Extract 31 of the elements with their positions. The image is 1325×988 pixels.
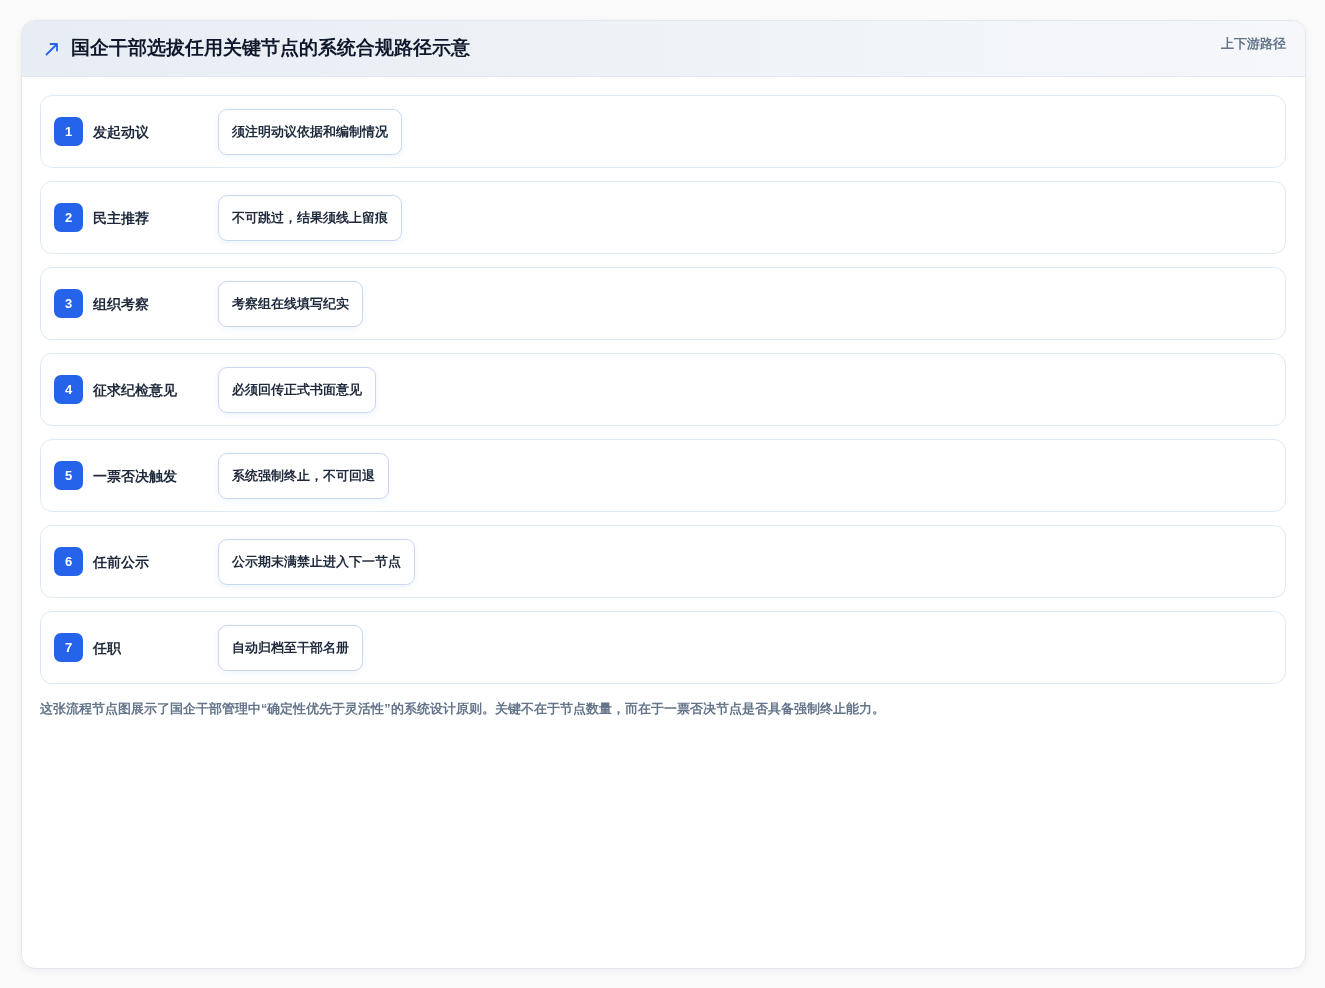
corner-label: 上下游路径	[1221, 36, 1286, 52]
step-row	[40, 267, 1286, 340]
step-number-badge: 1	[54, 117, 83, 146]
step-number-badge: 2	[54, 203, 83, 232]
diagram-title: 国企干部选拔任用关键节点的系统合规路径示意	[71, 36, 470, 60]
step-row	[40, 181, 1286, 254]
step-name: 组织考察	[93, 295, 149, 313]
note-card: 系统强制终止，不可回退	[218, 453, 389, 499]
step-row	[40, 439, 1286, 512]
note-card: 公示期末满禁止进入下一节点	[218, 539, 415, 585]
step-row	[40, 611, 1286, 684]
step-row	[40, 525, 1286, 598]
note-card: 考察组在线填写纪实	[218, 281, 363, 327]
note-card: 必须回传正式书面意见	[218, 367, 376, 413]
step-name: 民主推荐	[93, 209, 149, 227]
caption-text: 这张流程节点图展示了国企干部管理中“确定性优先于灵活性”的系统设计原则。关键不在于节点数量，而在于一票否决节点是否具备强制终止能力。	[40, 701, 885, 718]
step-name: 发起动议	[93, 123, 149, 141]
step-name: 一票否决触发	[93, 467, 177, 485]
step-number-badge: 5	[54, 461, 83, 490]
step-row	[40, 95, 1286, 168]
step-number-badge: 3	[54, 289, 83, 318]
step-row	[40, 353, 1286, 426]
note-card: 自动归档至干部名册	[218, 625, 363, 671]
step-number-badge: 6	[54, 547, 83, 576]
step-number-badge: 7	[54, 633, 83, 662]
note-card: 须注明动议依据和编制情况	[218, 109, 402, 155]
note-card: 不可跳过，结果须线上留痕	[218, 195, 402, 241]
step-name: 征求纪检意见	[93, 381, 177, 399]
step-name: 任职	[93, 639, 121, 657]
step-number-badge: 4	[54, 375, 83, 404]
step-name: 任前公示	[93, 553, 149, 571]
